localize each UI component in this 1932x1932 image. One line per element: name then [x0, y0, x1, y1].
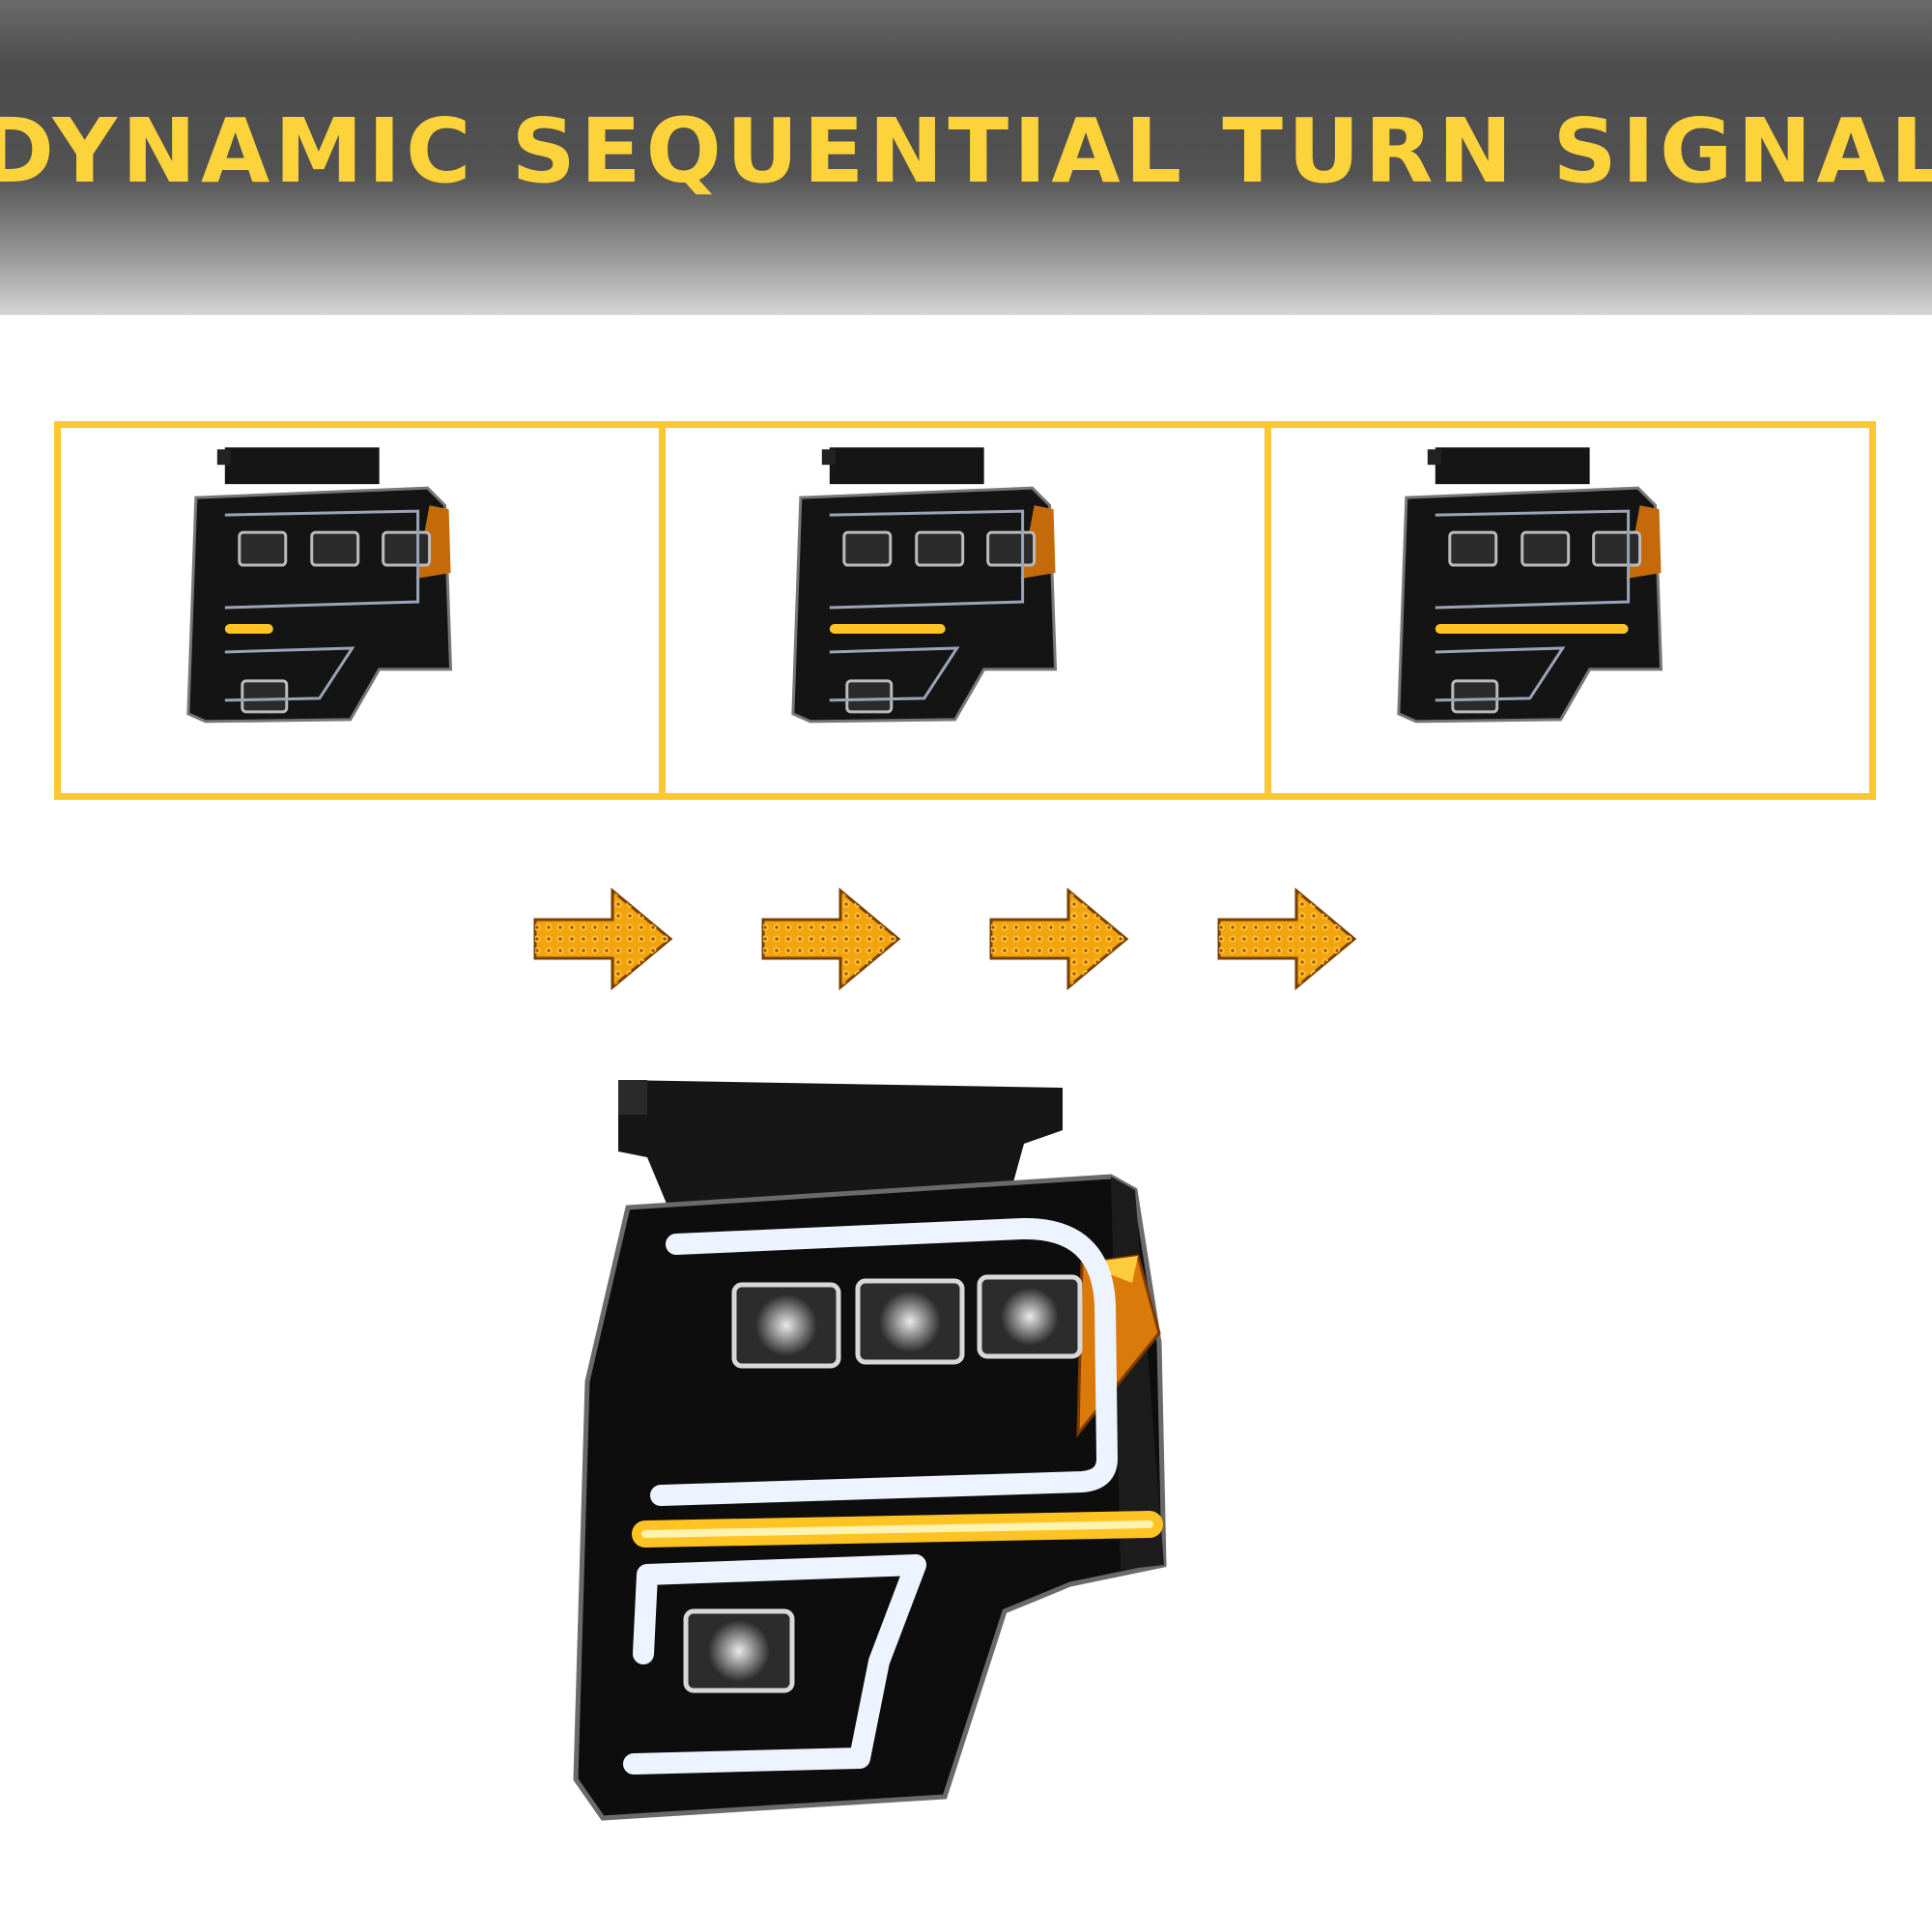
led-arrow-icon [533, 887, 673, 991]
headlight-product [573, 1080, 1167, 1821]
headlight-thumbnail-3 [1396, 447, 1662, 724]
arrow-sequence [533, 887, 1357, 991]
turn-signal-bar [830, 623, 947, 634]
turn-signal-bar [224, 623, 273, 634]
mounting-bracket [618, 1080, 1063, 1204]
sequence-frame-1 [61, 428, 659, 793]
sequence-frame-2 [659, 428, 1264, 793]
sequence-frames [54, 421, 1876, 800]
headlight-thumbnail-1 [186, 447, 453, 724]
title-banner: DYNAMIC SEQUENTIAL TURN SIGNAL [0, 0, 1932, 315]
led-arrow-icon [989, 887, 1129, 991]
turn-signal-bar [1435, 623, 1629, 634]
led-arrow-icon [1217, 887, 1357, 991]
sequence-frame-3 [1264, 428, 1869, 793]
drl-light-guides [623, 1217, 1118, 1775]
led-arrow-icon [761, 887, 901, 991]
headlight-thumbnail-2 [791, 447, 1058, 724]
banner-title: DYNAMIC SEQUENTIAL TURN SIGNAL [0, 99, 1932, 203]
